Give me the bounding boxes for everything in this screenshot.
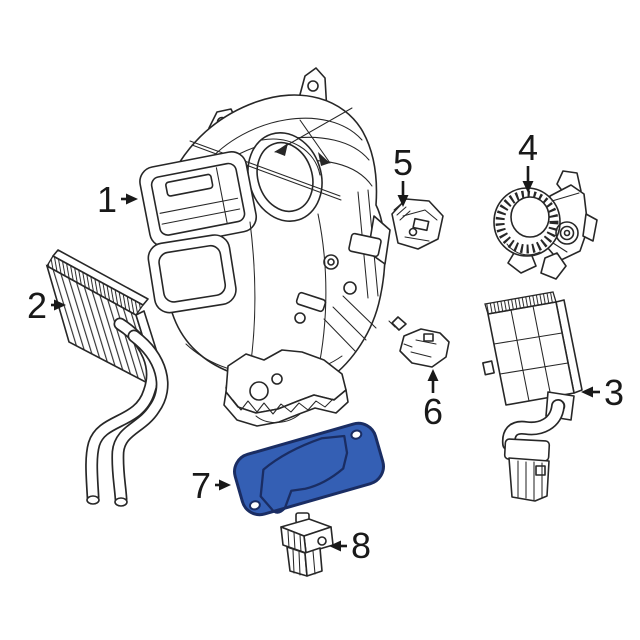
housing-air-inlet bbox=[139, 151, 258, 248]
callout-5-label: 5 bbox=[393, 142, 413, 183]
part-6-actuator-drawing bbox=[388, 316, 450, 368]
callout-3[interactable]: 3 bbox=[581, 372, 624, 413]
callout-8[interactable]: 8 bbox=[329, 525, 371, 566]
housing-lower-panel bbox=[147, 234, 237, 314]
part-5-actuator-drawing bbox=[391, 198, 444, 250]
evaporator-connector bbox=[508, 457, 550, 502]
callout-6[interactable]: 6 bbox=[423, 369, 443, 432]
callout-2[interactable]: 2 bbox=[27, 285, 66, 326]
callout-1[interactable]: 1 bbox=[97, 179, 138, 220]
part-8-resistor-drawing bbox=[280, 512, 334, 577]
callout-4-label: 4 bbox=[518, 127, 538, 168]
callout-7-label: 7 bbox=[191, 465, 211, 506]
part-3-rear-evaporator-drawing bbox=[482, 291, 583, 502]
callout-8-label: 8 bbox=[351, 525, 371, 566]
seal-plate-boss bbox=[259, 434, 349, 514]
seal-plate-hole-right bbox=[350, 429, 363, 440]
part-1-hvac-housing-drawing bbox=[139, 67, 391, 427]
callout-6-label: 6 bbox=[423, 391, 443, 432]
seal-plate-hole-left bbox=[248, 500, 261, 511]
callout-2-label: 2 bbox=[27, 285, 47, 326]
part-4-blower-motor-drawing bbox=[493, 170, 598, 280]
callout-7[interactable]: 7 bbox=[191, 465, 231, 506]
part-2-heater-core-drawing bbox=[45, 249, 169, 507]
callout-3-label: 3 bbox=[604, 372, 624, 413]
callout-4[interactable]: 4 bbox=[518, 127, 538, 193]
blower-motor-body bbox=[546, 184, 589, 262]
callout-5[interactable]: 5 bbox=[393, 142, 413, 207]
callout-1-label: 1 bbox=[97, 179, 117, 220]
part-7-seal-plate-highlighted[interactable] bbox=[230, 419, 388, 521]
